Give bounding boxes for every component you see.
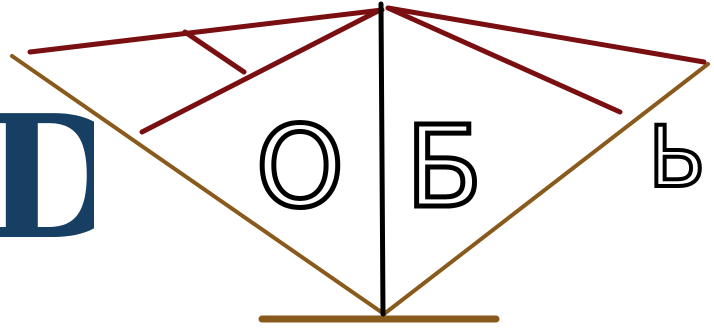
cropped-navy-letter: D [0, 108, 94, 248]
center-post-line [381, 4, 383, 314]
letter-soft-sign: Ь [648, 108, 706, 206]
letter-o: О [256, 103, 344, 233]
letter-be: Б [406, 103, 483, 233]
